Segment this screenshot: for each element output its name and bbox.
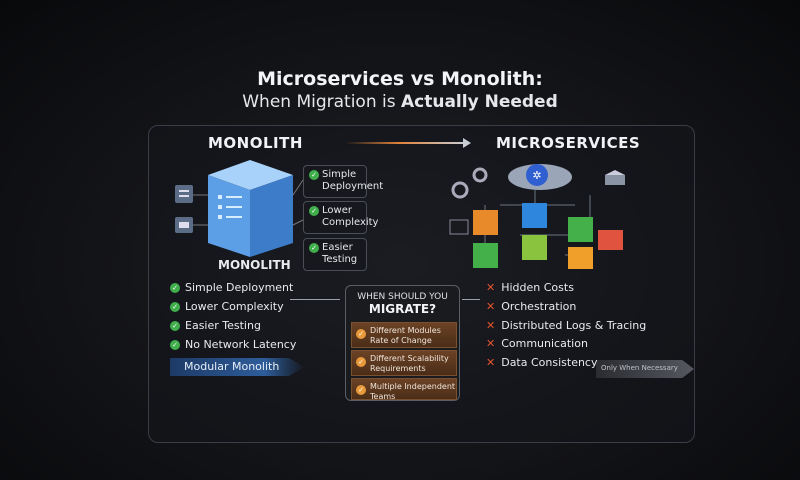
reason-text: Different Scalability Requirements [370,354,449,373]
check-circle-icon: ✓ [356,385,366,395]
migrate-reason: ✓ Different Scalability Requirements [351,350,457,376]
callout-box: ✓Simple Deployment [303,165,383,198]
arrow-to-migrate-icon [290,299,340,300]
modular-monolith-banner: Modular Monolith [170,358,305,376]
con-text: Data Consistency [501,356,598,369]
check-circle-icon: ✓ [356,357,366,367]
check-icon: ✓ [309,170,319,180]
migrate-reason: ✓ Multiple Independent Teams [351,378,457,401]
callout-text: Lower Complexity [322,205,379,228]
cube-label: MONOLITH [218,258,291,272]
cross-icon: ✕ [486,319,496,332]
check-icon: ✓ [170,301,180,312]
title-line-2: When Migration is Actually Needed [0,92,800,112]
microservices-heading: MICROSERVICES [496,134,641,152]
svg-text:✲: ✲ [532,169,541,182]
monolith-cube-icon [175,160,304,257]
con-text: Communication [501,337,588,350]
callout-box: ✓Lower Complexity [303,201,378,234]
check-icon: ✓ [170,320,180,331]
migrate-question: WHEN SHOULD YOU [357,292,448,302]
migrate-headline: MIGRATE? [368,302,437,316]
pro-text: Easier Testing [185,319,261,332]
arrow-to-cons-icon [462,299,480,300]
con-text: Hidden Costs [501,281,574,294]
pro-item: ✓ No Network Latency [170,338,296,351]
pro-text: No Network Latency [185,338,297,351]
title-line-1: Microservices vs Monolith: [257,68,543,90]
check-circle-icon: ✓ [356,329,366,339]
migrate-reason: ✓ Different Modules Rate of Change [351,322,457,348]
callout-text: Simple Deployment [322,169,384,192]
callout-box: ✓Easier Testing [303,238,367,271]
pro-item: ✓ Simple Deployment [170,281,293,294]
callout-text: Easier Testing [322,242,358,265]
con-item: ✕ Communication [486,337,588,350]
cross-icon: ✕ [486,337,496,350]
check-icon: ✓ [309,243,319,253]
pro-text: Lower Complexity [185,300,284,313]
pro-text: Simple Deployment [185,281,294,294]
pro-item: ✓ Lower Complexity [170,300,284,313]
pro-item: ✓ Easier Testing [170,319,261,332]
check-icon: ✓ [170,339,180,350]
migrate-box: WHEN SHOULD YOU MIGRATE? ✓ Different Modu… [345,285,460,401]
reason-text: Multiple Independent Teams [370,382,456,401]
cross-icon: ✕ [486,300,496,313]
con-item: ✕ Hidden Costs [486,281,574,294]
reason-text: Different Modules Rate of Change [370,326,441,345]
migration-arrow-icon [345,138,471,148]
monolith-heading: MONOLITH [208,134,303,152]
con-text: Orchestration [501,300,577,313]
con-item: ✕ Distributed Logs & Tracing [486,319,646,332]
check-icon: ✓ [170,282,180,293]
microservices-network-icon: ✲ [449,164,625,269]
title-prefix: When Migration is [242,92,401,112]
check-icon: ✓ [309,206,319,216]
cross-icon: ✕ [486,356,496,369]
con-item: ✕ Orchestration [486,300,576,313]
con-item: ✕ Data Consistency [486,356,598,369]
only-when-necessary-arrow: Only When Necessary [596,360,694,378]
con-text: Distributed Logs & Tracing [501,319,647,332]
title-emphasis: Actually Needed [401,92,558,112]
cross-icon: ✕ [486,281,496,294]
